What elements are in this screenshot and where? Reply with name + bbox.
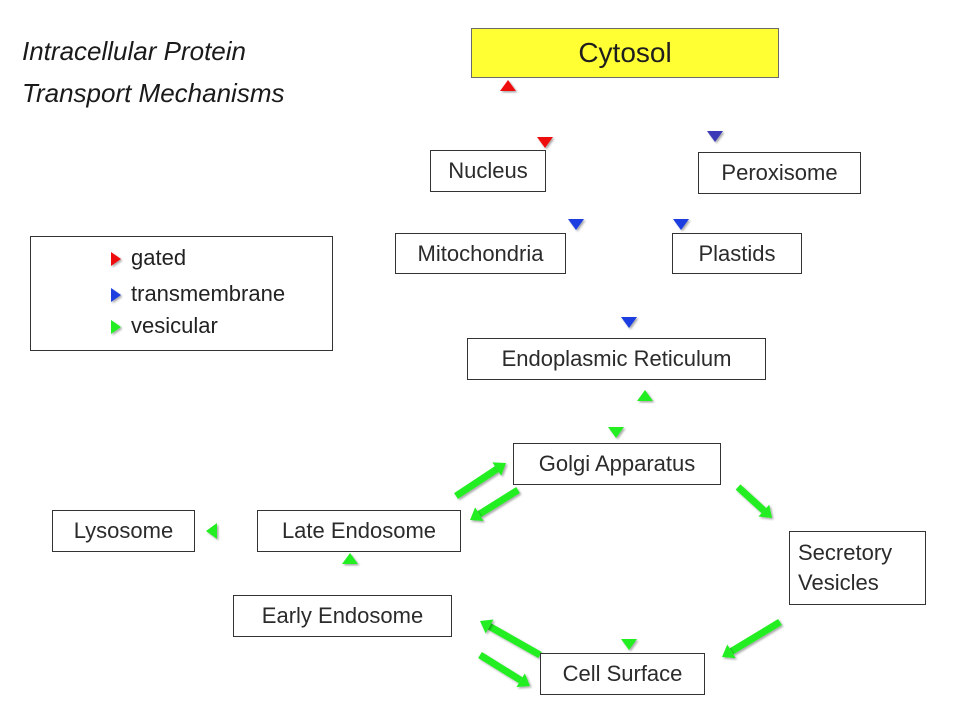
late-endosome-box: Late Endosome (257, 510, 461, 552)
arrow-late-endosome-to-lysosome-head (206, 523, 217, 539)
arrow-cytosol-to-plastids-head (673, 219, 689, 230)
arrow-golgi-to-cell-surface-head (621, 639, 637, 650)
null-head (111, 252, 121, 266)
arrow-cytosol-to-mitochondria-head (568, 219, 584, 230)
golgi-box: Golgi Apparatus (513, 443, 721, 485)
secretory-vesicles-label-line-1: Secretory (798, 540, 893, 565)
early-endosome-label: Early Endosome (261, 603, 424, 628)
plastids-box: Plastids (672, 233, 802, 274)
arrow-cell-surface-to-early-endosome-head (480, 619, 494, 634)
legend-swatch-transmembrane (49, 288, 121, 302)
plastids-label: Plastids (698, 240, 776, 266)
legend-swatch-gated (49, 252, 121, 266)
arrow-golgi-to-er-head (637, 390, 653, 401)
peroxisome-label: Peroxisome (721, 160, 838, 185)
arrow-er-to-golgi-head (608, 427, 624, 438)
arrow-late-endosome-to-golgi-head (492, 462, 506, 476)
arrow-cytosol-to-peroxisome-head (707, 131, 723, 142)
er-box: Endoplasmic Reticulum (467, 338, 766, 380)
secretory-vesicles-box: Secretory Vesicles (789, 531, 926, 605)
legend-item-gated: gated (31, 241, 332, 277)
title-line-1: Intracellular Protein (22, 36, 246, 66)
nucleus-box: Nucleus (430, 150, 546, 192)
lysosome-box: Lysosome (52, 510, 195, 552)
legend-label-transmembrane: transmembrane (131, 281, 286, 306)
secretory-vesicles-label-line-2: Vesicles (798, 570, 879, 595)
arrow-secretory-vesicles-to-cell-surface-head (722, 644, 736, 659)
arrow-cytosol-to-er-head (621, 317, 637, 328)
legend-item-vesicular: vesicular (31, 309, 332, 345)
diagram-title: Intracellular Protein Transport Mechanis… (22, 30, 285, 114)
golgi-label: Golgi Apparatus (538, 451, 696, 476)
arrow-early-endosome-to-cell-surface-head (516, 673, 530, 688)
cell-surface-label: Cell Surface (562, 661, 683, 686)
mitochondria-box: Mitochondria (395, 233, 566, 274)
arrow-golgi-to-late-endosome (477, 487, 520, 518)
cytosol-box: Cytosol (471, 28, 779, 78)
arrow-cytosol-to-nucleus-head (537, 137, 553, 148)
arrow-late-endosome-to-golgi (454, 466, 499, 499)
arrow-cell-surface-to-early-endosome (487, 623, 542, 659)
legend: gated transmembrane vesicular (30, 236, 333, 351)
arrow-nucleus-to-cytosol-head (500, 80, 516, 91)
null-head (111, 320, 121, 334)
null-head (111, 288, 121, 302)
arrow-early-endosome-to-cell-surface (478, 652, 523, 684)
arrow-golgi-to-late-endosome-head (470, 507, 484, 521)
legend-swatch-vesicular (49, 320, 121, 334)
late-endosome-label: Late Endosome (281, 518, 437, 543)
early-endosome-box: Early Endosome (233, 595, 452, 637)
lysosome-label: Lysosome (73, 518, 174, 543)
title-line-2: Transport Mechanisms (22, 78, 285, 108)
legend-label-vesicular: vesicular (131, 313, 218, 338)
legend-label-gated: gated (131, 245, 187, 270)
nucleus-label: Nucleus (448, 158, 528, 183)
arrow-golgi-to-secretory-vesicles-head (758, 504, 772, 518)
mitochondria-label: Mitochondria (417, 240, 544, 266)
legend-item-transmembrane: transmembrane (31, 277, 332, 313)
arrow-golgi-to-secretory-vesicles (735, 484, 767, 514)
peroxisome-box: Peroxisome (698, 152, 861, 194)
cytosol-label: Cytosol (578, 37, 672, 68)
cell-surface-box: Cell Surface (540, 653, 705, 695)
arrow-early-endosome-to-late-endosome-head (342, 553, 358, 564)
er-label: Endoplasmic Reticulum (501, 346, 732, 371)
arrow-secretory-vesicles-to-cell-surface (729, 619, 782, 655)
